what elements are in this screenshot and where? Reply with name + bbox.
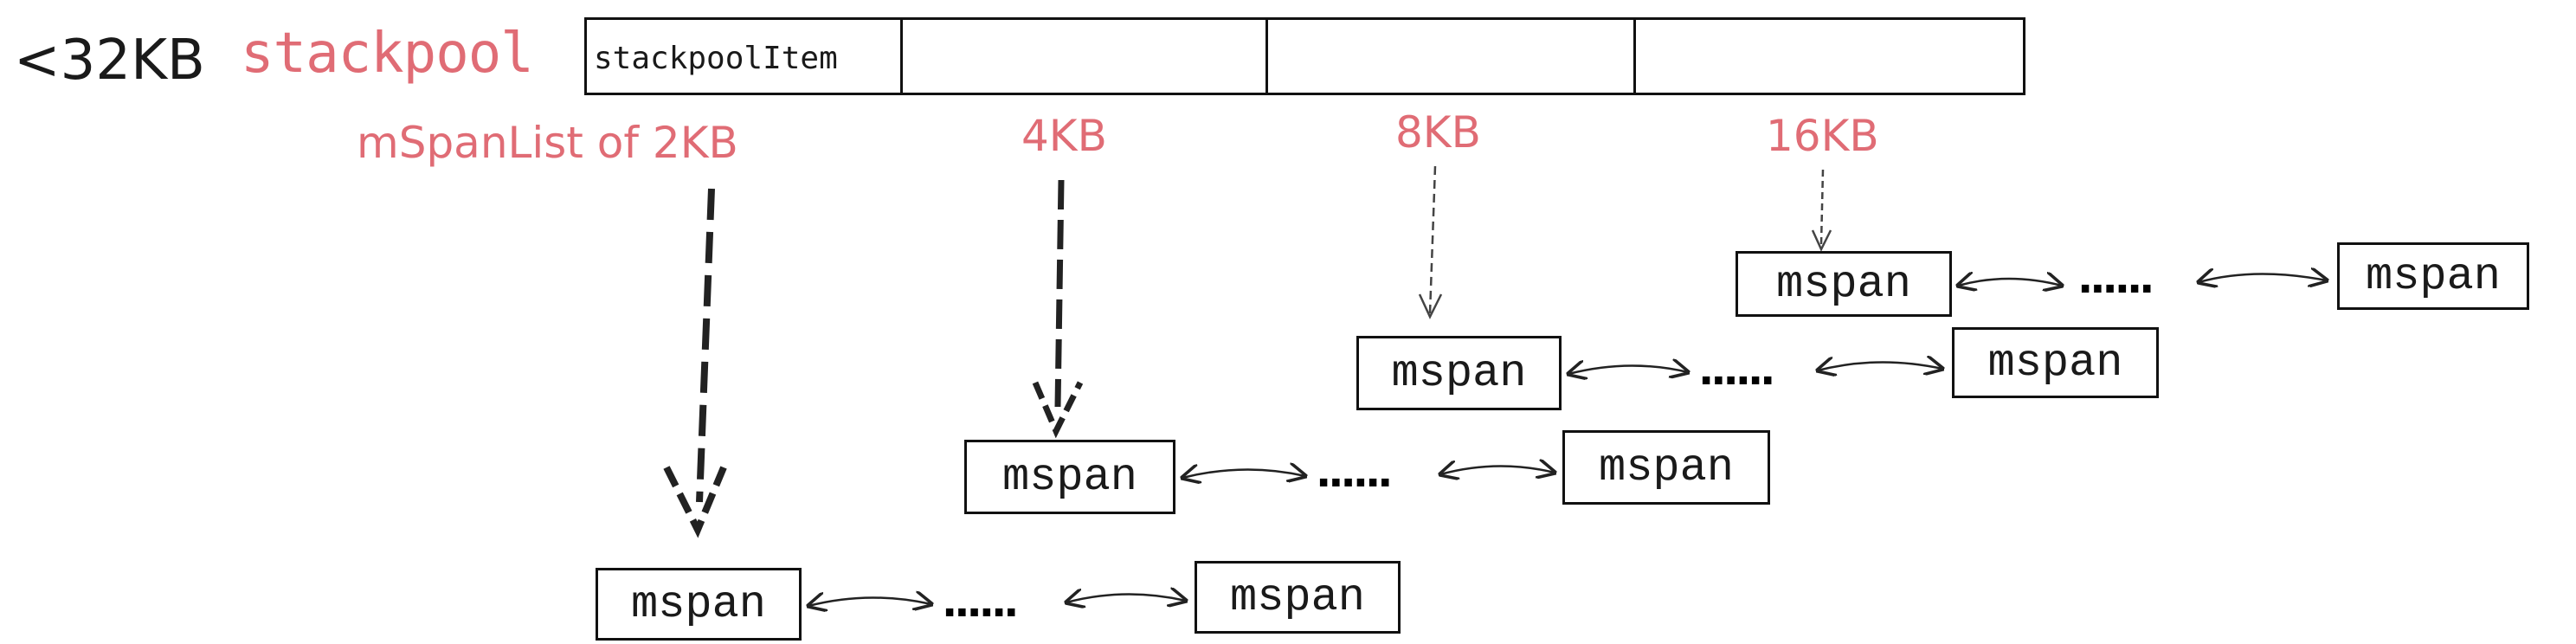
size-class-label-2kb: mSpanList of 2KB [357,118,738,168]
mspan-node: mspan [1195,561,1401,634]
bidirectional-link-icon [1958,279,2062,286]
stackpool-cell: stackpoolItem [587,20,903,93]
mspan-node: mspan [596,568,802,641]
bidirectional-link-icon [1568,365,1688,374]
size-threshold-label: <32KB [14,29,205,93]
mspan-node: mspan [1356,336,1562,410]
stackpool-item-label: stackpoolItem [594,41,838,76]
stackpool-cell [903,20,1268,93]
ellipsis: ...... [1698,346,1775,395]
bidirectional-link-icon [1818,362,1942,370]
stackpool-array: stackpoolItem [584,17,2025,95]
size-class-label-16kb: 16KB [1766,111,1879,161]
mspan-node: mspan [2337,242,2529,310]
stackpool-cell [1268,20,1636,93]
bidirectional-link-icon [1182,469,1305,478]
mspan-node: mspan [1736,251,1952,317]
size-class-label-4kb: 4KB [1021,111,1107,161]
pointer-arrow-4kb [1032,179,1084,439]
pointer-arrow-16kb [1811,169,1832,252]
bidirectional-link-icon [1066,594,1186,602]
bidirectional-link-icon [808,597,931,606]
ellipsis: ...... [2077,254,2154,303]
bidirectional-link-icon [2199,274,2327,282]
size-class-label-8kb: 8KB [1395,107,1481,158]
stackpool-title: stackpool [241,22,534,86]
pointer-arrow-8kb [1418,165,1443,319]
mspan-node: mspan [1952,327,2159,398]
mspan-node: mspan [1562,430,1770,505]
mspan-node: mspan [964,440,1175,514]
pointer-arrow-2kb [663,188,727,538]
ellipsis: ...... [942,578,1019,627]
ellipsis: ...... [1316,448,1393,497]
bidirectional-link-icon [1440,466,1555,474]
